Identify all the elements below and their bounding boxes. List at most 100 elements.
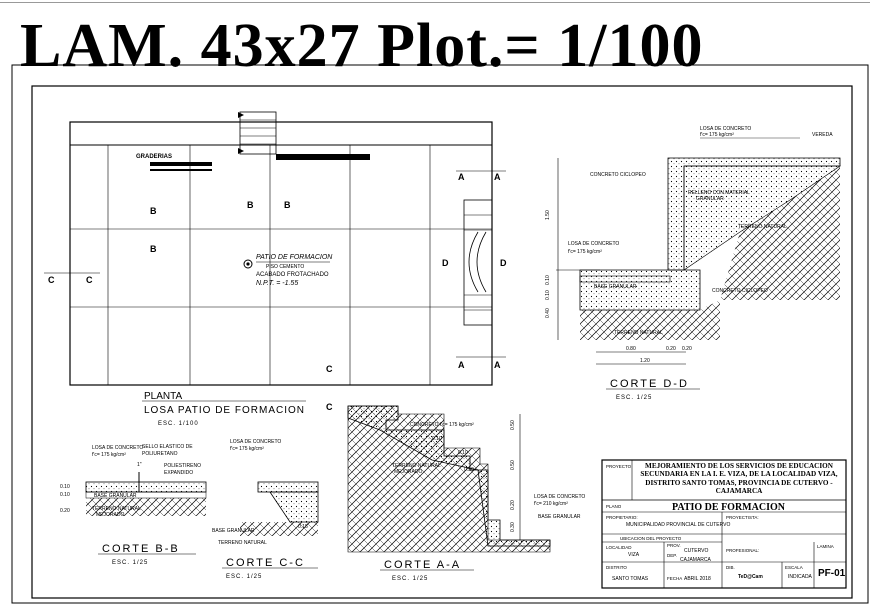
section-marker-c1: C xyxy=(48,275,55,285)
inner-frame xyxy=(31,85,853,599)
tb-dib: TeD@Cam xyxy=(738,574,763,580)
dd-relleno-label: RELLENO CON MATERIAL xyxy=(688,190,750,196)
tb-dib-label: DIB. xyxy=(726,565,735,570)
dd-natural-ground xyxy=(720,166,840,300)
tb-proyecto-label: PROYECTO xyxy=(606,464,632,469)
section-marker-c3: C xyxy=(326,364,333,374)
dd-losa2-label: LOSA DE CONCRETO xyxy=(568,241,619,247)
sheet-banner-title: LAM. 43x27 Plot.= 1/100 xyxy=(20,12,704,80)
bb-slab xyxy=(85,481,207,493)
cc-ground xyxy=(240,522,318,536)
cc-scale: ESC. 1/25 xyxy=(226,574,262,580)
section-dd: LOSA DE CONCRETO f'c= 175 kg/cm² VEREDA … xyxy=(545,126,841,401)
aa-dim-3: 0.50 xyxy=(464,467,474,473)
tb-localidad: VIZA xyxy=(628,552,640,558)
bb-expandido-label: EXPANDIDO xyxy=(164,470,193,476)
plan-level: N.P.T. = -1.55 xyxy=(256,280,298,287)
bb-dim-1: 0.10 xyxy=(60,484,70,490)
section-marker-d2: D xyxy=(500,258,507,268)
tb-localidad-label: LOCALIDAD xyxy=(606,545,632,550)
top-border-line xyxy=(0,2,870,3)
plan-scale: ESC. 1/100 xyxy=(158,421,199,427)
aa-concreto-label: CONCRETO f'c= 175 kg/cm² xyxy=(410,422,474,428)
cc-fc-label: f'c= 175 kg/cm² xyxy=(230,446,264,452)
dd-dim-w1: 0.80 xyxy=(626,346,636,352)
tb-prov: CUTERVO xyxy=(684,548,708,554)
section-marker-b4: B xyxy=(284,200,291,210)
section-marker-a4: A xyxy=(494,360,501,370)
tb-escala-label: ESCALA xyxy=(785,565,803,570)
dd-ciclopeo-label: CONCRETO CICLOPEO xyxy=(590,172,646,178)
bb-base-label: BASE GRANULAR xyxy=(94,493,137,499)
cc-base-label: BASE GRANULAR xyxy=(212,528,255,534)
dd-dim-c: 0.40 xyxy=(545,308,551,318)
plan-title-strip xyxy=(276,154,370,160)
dd-terreno2-label: TERRENO NATURAL xyxy=(614,330,663,336)
tb-proyecto: MEJORAMIENTO DE LOS SERVICIOS DE EDUCACI… xyxy=(640,462,837,495)
dd-vereda-label: VEREDA xyxy=(812,132,833,138)
bb-losa-label: LOSA DE CONCRETO xyxy=(92,445,143,451)
section-marker-c2: C xyxy=(86,275,93,285)
dd-ciclopeo2-label: CONCRETO CICLOPEO xyxy=(712,288,768,294)
plan-stairs xyxy=(238,111,277,155)
dd-fc2-label: f'c= 175 kg/cm² xyxy=(568,249,602,255)
tb-prov-label: PROV. xyxy=(667,543,681,548)
tb-lamina-label: LAMINA xyxy=(817,544,834,549)
section-aa: CONCRETO f'c= 175 kg/cm² 0.10 0.10 0.50 … xyxy=(347,405,585,582)
tb-propietario-label: PROPIETARIO: xyxy=(606,515,638,520)
tb-proyectista-label: PROYECTISTA: xyxy=(726,515,759,520)
cc-edge-beam xyxy=(269,491,319,523)
bb-scale: ESC. 1/25 xyxy=(112,560,148,566)
dd-dim-height: 1.50 xyxy=(545,210,551,220)
plan-area-label: PATIO DE FORMACION xyxy=(256,254,333,261)
aa-stair-concrete xyxy=(347,405,551,547)
section-marker-a2: A xyxy=(494,172,501,182)
section-cc: LOSA DE CONCRETO f'c= 175 kg/cm² BASE GR… xyxy=(212,439,319,580)
tb-fecha: ABRIL 2018 xyxy=(684,576,711,582)
cc-dim-1: 0.15 xyxy=(298,524,308,530)
dd-dim-w2: 0.20 xyxy=(666,346,676,352)
aa-dim-4: 0.50 xyxy=(510,420,516,430)
bb-sello-label: SELLO ELASTICO DE xyxy=(142,444,193,450)
plan-finish-type: ACABADO FROTACHADO xyxy=(256,272,329,278)
dd-dim-a: 0.10 xyxy=(545,275,551,285)
bb-poli-label: POLIESTIRENO xyxy=(164,463,201,469)
cc-slab xyxy=(257,481,319,493)
aa-terreno-label: TERRENO NATURAL xyxy=(392,463,441,469)
section-marker-d1: D xyxy=(442,258,449,268)
tb-plano: PATIO DE FORMACION xyxy=(672,502,786,513)
dd-granular-label: GRANULAR xyxy=(696,196,724,202)
dd-dim-total: 1.20 xyxy=(640,358,650,364)
section-marker-a1: A xyxy=(458,172,465,182)
bb-dim-3: 0.20 xyxy=(60,508,70,514)
plan-view: GRADERIAS B B B B C C C C A A A A D D PA… xyxy=(44,111,507,427)
cc-losa-label: LOSA DE CONCRETO xyxy=(230,439,281,445)
dd-scale: ESC. 1/25 xyxy=(616,395,652,401)
tb-ubicacion-label: UBICACION DEL PROYECTO xyxy=(620,536,682,541)
tb-profesional-label: PROFESIONAL: xyxy=(726,548,759,553)
plan-subtitle: LOSA PATIO DE FORMACION xyxy=(144,405,305,416)
aa-dim-7: 0.30 xyxy=(510,522,516,532)
bb-inch-label: 1" xyxy=(137,462,142,468)
aa-dim-1: 0.10 xyxy=(432,436,442,442)
plan-title: PLANTA xyxy=(144,391,182,402)
aa-mejorado-label: MEJORADO xyxy=(394,469,422,475)
aa-dim-6: 0.20 xyxy=(510,500,516,510)
dd-dim-b: 0.10 xyxy=(545,290,551,300)
dd-fc-label: f'c= 175 kg/cm² xyxy=(700,132,734,138)
section-marker-b3: B xyxy=(247,200,254,210)
dd-base-ground xyxy=(580,300,720,340)
dd-title: CORTE D-D xyxy=(610,378,689,390)
aa-base-label: BASE GRANULAR xyxy=(538,514,581,520)
bb-fc-label: f'c= 175 kg/cm² xyxy=(92,452,126,458)
tb-lamina: PF-01 xyxy=(818,568,846,579)
dd-terreno-label: TERRENO NATURAL xyxy=(738,224,787,230)
dd-losa-label: LOSA DE CONCRETO xyxy=(700,126,751,132)
aa-scale: ESC. 1/25 xyxy=(392,576,428,582)
plan-side-stairs xyxy=(463,199,493,326)
aa-dim-5: 0.50 xyxy=(510,460,516,470)
dd-dim-w3: 0.20 xyxy=(682,346,692,352)
cc-title: CORTE C-C xyxy=(226,557,305,569)
bb-mejorado-label: MEJORADO xyxy=(96,512,124,518)
